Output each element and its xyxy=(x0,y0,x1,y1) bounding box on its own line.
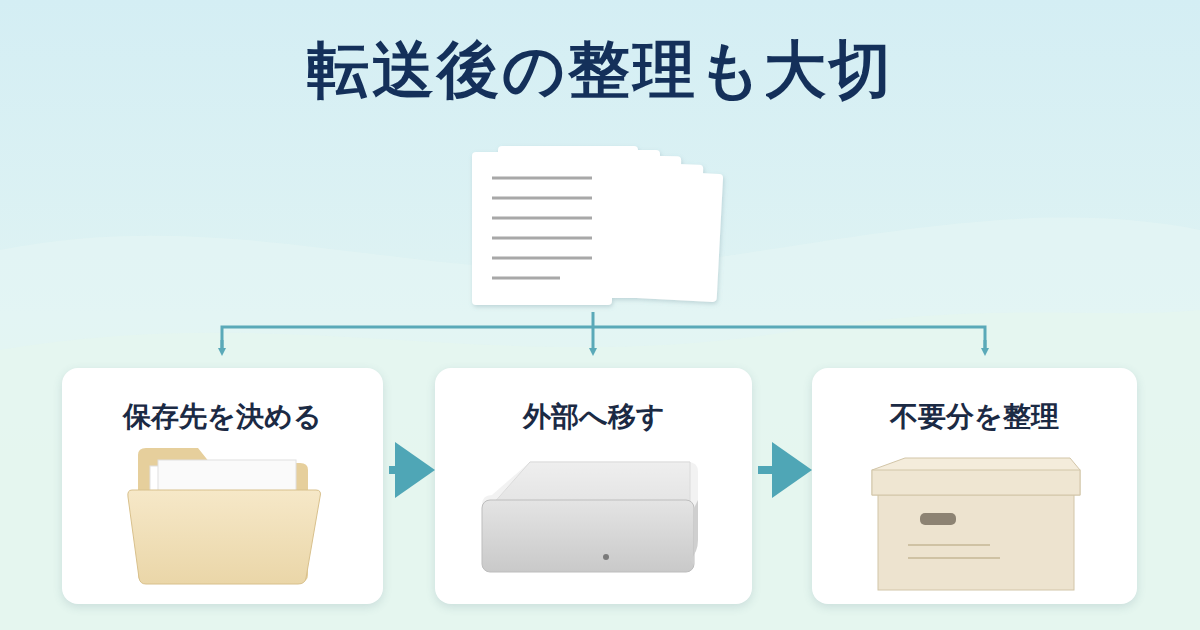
drive-side xyxy=(690,500,698,565)
branch-line xyxy=(222,327,985,352)
sheet-lines xyxy=(492,178,592,278)
drive-led xyxy=(603,554,609,560)
diagram-title: 転送後の整理も大切 xyxy=(0,28,1200,112)
storage-box-icon xyxy=(872,458,1080,590)
step-label: 保存先を決める xyxy=(62,398,383,436)
box-body xyxy=(878,490,1074,590)
text-line xyxy=(492,217,592,220)
box-handle xyxy=(920,513,956,525)
text-line xyxy=(492,197,592,200)
text-line xyxy=(492,237,592,240)
sheet xyxy=(472,152,612,305)
branch-lines xyxy=(222,312,985,352)
text-line xyxy=(492,177,592,180)
folder-front xyxy=(128,490,321,584)
box-label-line xyxy=(908,557,1000,559)
box-lid xyxy=(872,458,1080,495)
document-stack xyxy=(472,146,723,305)
external-drive-icon xyxy=(482,462,698,572)
text-line xyxy=(492,257,592,260)
flow-arrow xyxy=(758,466,788,474)
box-lid-front xyxy=(872,470,1080,495)
drive-front xyxy=(482,500,694,572)
step-label: 不要分を整理 xyxy=(812,398,1137,436)
flow-arrow xyxy=(389,466,411,474)
branch-head xyxy=(221,340,224,352)
background-wave xyxy=(0,310,1200,630)
branch-line xyxy=(592,312,595,352)
text-line xyxy=(492,277,560,280)
step-label: 外部へ移す xyxy=(435,398,752,436)
box-label-line xyxy=(908,544,990,546)
branch-head xyxy=(984,340,987,352)
folder-icon xyxy=(128,448,321,584)
